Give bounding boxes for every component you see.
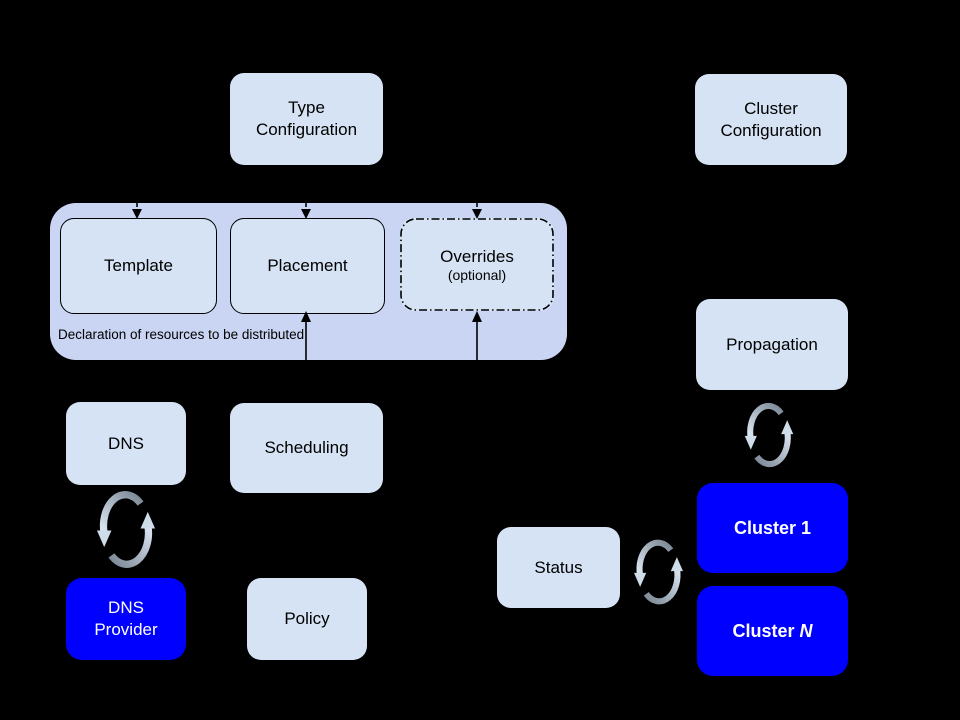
arrow-into-placement <box>301 203 311 219</box>
node-label: Configuration <box>720 120 822 140</box>
node-label: Type <box>288 98 325 117</box>
node-label: Status <box>534 557 583 577</box>
sync-icon <box>96 491 156 568</box>
node-label: DNS <box>108 433 144 453</box>
node-label: Cluster <box>744 98 798 118</box>
arrow-into-overrides <box>472 203 482 219</box>
group-caption: Declaration of resources to be distribut… <box>58 327 305 342</box>
node-label: Propagation <box>726 334 818 354</box>
node-label: Scheduling <box>264 438 349 457</box>
node-propagation: Propagation <box>696 299 848 390</box>
node-scheduling: Scheduling <box>230 403 383 493</box>
node-label: Placement <box>267 256 348 275</box>
node-label: Configuration <box>255 120 358 139</box>
arrow-up-into-overrides <box>472 311 482 360</box>
node-dns: DNS <box>66 402 186 485</box>
node-cluster-configuration: Cluster Configuration <box>695 74 847 165</box>
node-label: Policy <box>284 609 330 628</box>
node-label: Template <box>104 256 173 275</box>
node-status: Status <box>497 527 620 608</box>
resource-declaration-group: Template Placement Overrides (optional) … <box>50 203 567 360</box>
dash-dot-border <box>400 218 554 311</box>
node-overrides: Overrides (optional) <box>400 218 554 311</box>
node-type-configuration: Type Configuration <box>230 73 383 165</box>
node-dns-provider: DNS Provider <box>66 578 186 660</box>
arrow-into-template <box>132 203 142 219</box>
node-label: DNS <box>108 598 144 617</box>
node-placement: Placement <box>230 218 385 314</box>
sync-icon <box>744 402 794 468</box>
node-cluster-1: Cluster 1 <box>697 483 848 573</box>
sync-icon <box>634 539 683 605</box>
cluster-n-variable: N <box>799 621 813 641</box>
node-policy: Policy <box>247 578 367 660</box>
node-label: Cluster 1 <box>733 518 812 538</box>
node-sublabel: (optional) <box>447 266 507 283</box>
node-template: Template <box>60 218 217 314</box>
node-label: Overrides <box>440 246 514 266</box>
node-label: Provider <box>94 620 158 639</box>
